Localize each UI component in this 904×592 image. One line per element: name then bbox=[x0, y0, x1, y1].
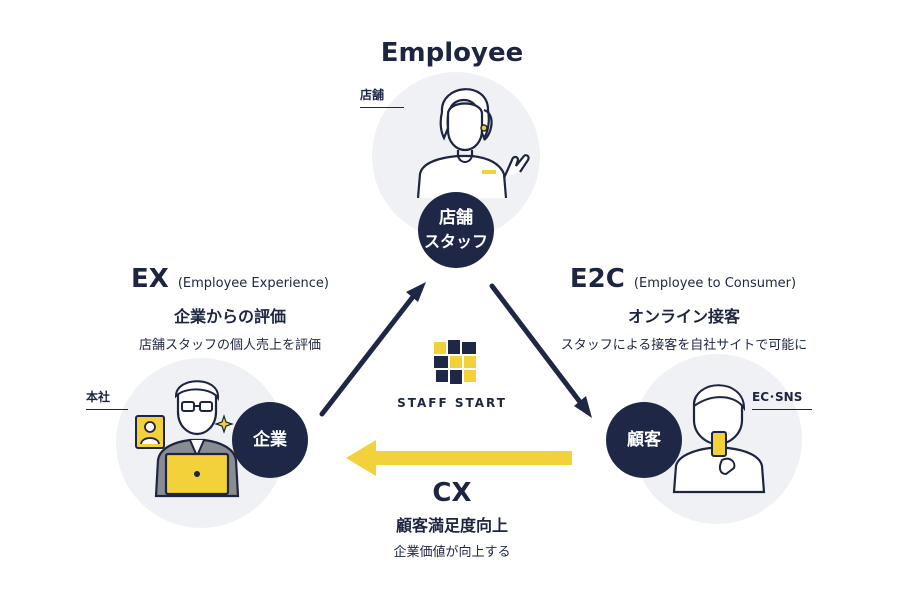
store-staff-node: 店舗 スタッフ bbox=[418, 192, 494, 268]
customer-illustration bbox=[672, 384, 766, 494]
store-staff-illustration bbox=[416, 88, 530, 199]
cx-code: CX bbox=[432, 478, 472, 508]
store-staff-node-line1: 店舗 bbox=[438, 208, 473, 228]
e2c-desc: スタッフによる接客を自社サイトで可能に bbox=[560, 338, 808, 353]
e2c-code-sub: (Employee to Consumer) bbox=[633, 276, 797, 291]
ex-arrow-head bbox=[406, 282, 426, 302]
e2c-subtitle: オンライン接客 bbox=[627, 307, 740, 326]
e2c-arrow-line bbox=[489, 283, 583, 405]
e2c-block: E2C (Employee to Consumer) bbox=[548, 264, 818, 294]
cx-desc: 企業価値が向上する bbox=[393, 545, 511, 560]
ex-block: EX (Employee Experience) bbox=[100, 264, 360, 294]
company-worker-illustration bbox=[135, 380, 240, 498]
cx-arrow-head bbox=[346, 440, 376, 476]
ex-arrow-line bbox=[319, 295, 415, 417]
cx-arrow-body bbox=[372, 451, 572, 465]
ex-desc: 店舗スタッフの個人売上を評価 bbox=[138, 338, 321, 353]
e2c-code: E2C bbox=[569, 264, 625, 294]
ex-subtitle: 企業からの評価 bbox=[173, 307, 286, 326]
employee-tag: 店舗 bbox=[360, 86, 404, 108]
customer-tag: EC･SNS bbox=[752, 388, 812, 410]
company-node: 企業 bbox=[232, 402, 308, 478]
cx-subtitle: 顧客満足度向上 bbox=[395, 516, 508, 535]
employee-title: Employee bbox=[380, 38, 524, 68]
staff-start-logo-text: STAFF START bbox=[397, 396, 507, 410]
e2c-arrow-head bbox=[574, 396, 592, 418]
staff-start-logo-icon bbox=[434, 340, 476, 384]
store-staff-node-line2: スタッフ bbox=[423, 232, 488, 251]
customer-node: 顧客 bbox=[606, 402, 682, 478]
company-tag: 本社 bbox=[86, 388, 128, 410]
ex-code-sub: (Employee Experience) bbox=[177, 276, 330, 291]
ex-code: EX bbox=[130, 264, 169, 294]
e2c-heading: E2C (Employee to Consumer) bbox=[548, 264, 818, 294]
ex-heading: EX (Employee Experience) bbox=[100, 264, 360, 294]
